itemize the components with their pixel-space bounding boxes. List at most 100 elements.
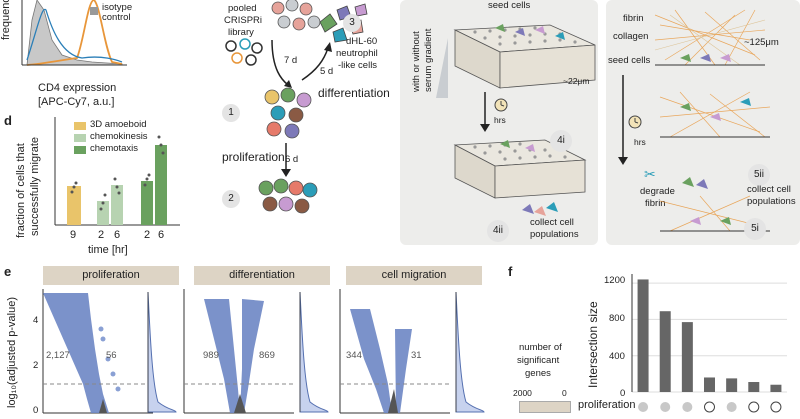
intersection-bar-7 — [770, 384, 782, 392]
panel-f-label-2: significant — [517, 355, 560, 366]
arrow-hrs-2d — [480, 92, 490, 132]
gel-top — [654, 9, 766, 66]
intersection-bar-4 — [704, 377, 715, 392]
step-5ii-badge: 5ii — [748, 164, 770, 186]
differentiation-left-count: 989 — [203, 350, 219, 361]
days-6: 6 d — [285, 154, 299, 165]
differentiation-label: differentiation — [318, 86, 390, 100]
step-4ii-badge: 4ii — [487, 220, 509, 242]
collected-cells-3d — [682, 177, 708, 189]
seed-cells-3d-label: seed cells — [608, 55, 651, 66]
panel-f-label-3: genes — [525, 368, 551, 379]
bar-chemokinesis-6 — [111, 185, 123, 225]
bar-chemotaxis-2 — [141, 181, 153, 225]
depth-22-label: ~22μm — [563, 76, 590, 86]
scissors-icon: ✂ — [644, 166, 656, 182]
legend-swatch-isotype — [90, 7, 98, 15]
intersection-bar-3 — [681, 322, 693, 392]
intersection-bar-1 — [637, 279, 649, 392]
cell-cluster-mid — [264, 87, 312, 139]
degrade-line-1: degrade — [640, 186, 675, 197]
collect-line-1: collect cell — [530, 217, 574, 228]
arrows-top — [271, 39, 332, 88]
proliferation-right-count: 56 — [106, 350, 117, 361]
cell-migration-left-count: 344 — [346, 350, 362, 361]
step-5i-badge: 5i — [744, 218, 766, 240]
upset-matrix — [638, 401, 782, 413]
chamber-bottom — [453, 139, 587, 199]
collagen-label: collagen — [613, 31, 649, 42]
neutrophil-line-1: dHL-60 — [346, 36, 378, 47]
panel-c-xlabel-1: CD4 expression — [38, 82, 117, 94]
panel-d-tick-9: 9 — [70, 229, 77, 241]
set-size-bar — [519, 401, 571, 413]
cell-cluster-bottom — [258, 178, 318, 214]
fibrin-label: fibrin — [623, 13, 644, 24]
legend-chemokinesis: chemokinesis — [90, 131, 148, 142]
panel-f-ytick-1200: 1200 — [604, 275, 626, 286]
set-axis-left: 2000 — [513, 388, 532, 398]
gradient-wedge — [436, 38, 448, 98]
panel-c-ylabel: frequency — [0, 0, 12, 40]
step-2-badge: 2 — [222, 190, 240, 208]
clock-icon-2d — [494, 98, 508, 112]
gradient-line-1: with or without — [411, 31, 422, 92]
differentiation-right-count: 869 — [259, 350, 275, 361]
panel-d-tick-2b: 2 — [144, 229, 151, 241]
legend-chemotaxis: chemotaxis — [90, 143, 139, 154]
proliferation-left-count: 2,127 — [46, 350, 70, 361]
panel-e-letter: e — [4, 264, 12, 279]
panel-f-letter: f — [508, 264, 513, 279]
panel-e-ytick-2: 2 — [33, 360, 39, 371]
panel-e-ylabel: log₁₀(adjusted p-value) — [6, 296, 18, 408]
panel-c-histogram — [21, 0, 127, 66]
set-label-proliferation: proliferation — [578, 399, 636, 411]
volcano-proliferation — [42, 289, 153, 414]
volcano-differentiation — [183, 289, 294, 414]
collect-line-2: populations — [530, 229, 579, 240]
density-cell-migration — [455, 291, 485, 413]
panel-e-ytick-0: 0 — [33, 405, 39, 416]
hrs-label-3d: hrs — [634, 137, 646, 147]
panel-d-ylabel-2: successfully migrate — [29, 136, 41, 236]
panel-d-tick-6b: 6 — [158, 229, 165, 241]
arrow-hrs-3d — [618, 75, 628, 165]
step-4i-badge: 4i — [550, 130, 572, 152]
days-5: 5 d — [320, 66, 334, 77]
matrix-dot-4 — [704, 401, 715, 413]
panel-d-tick-2a: 2 — [98, 229, 105, 241]
neutrophil-line-2: neutrophil — [336, 48, 378, 59]
panel-e-ytick-4: 4 — [33, 315, 39, 326]
panel-c-xlabel-2: [APC-Cy7, a.u.] — [38, 96, 115, 108]
bar-amoeboid-9 — [67, 186, 81, 225]
density-proliferation — [147, 291, 177, 413]
days-7: 7 d — [284, 55, 298, 66]
panel-c-legend: isotype control — [102, 2, 133, 23]
cell-cluster-top — [271, 0, 321, 31]
upset-bar-chart — [631, 274, 787, 393]
bar-chemokinesis-2 — [97, 201, 109, 225]
library-line-1: pooled — [228, 3, 257, 14]
matrix-dot-7 — [770, 401, 782, 413]
intersection-bar-6 — [748, 382, 760, 392]
library-line-2: CRISPRi — [224, 15, 263, 26]
matrix-dot-6 — [748, 401, 760, 413]
panel-f-ytick-0: 0 — [620, 388, 626, 399]
panel-d-ylabel-1: fraction of cells that — [15, 143, 27, 238]
depth-125-label: ~125μm — [744, 37, 779, 48]
chamber-top — [453, 24, 596, 89]
density-differentiation — [299, 291, 329, 413]
cell-migration-right-count: 31 — [411, 350, 422, 361]
panel-d-letter: d — [4, 113, 12, 128]
panel-f-label-1: number of — [519, 342, 562, 353]
matrix-dot-3 — [682, 402, 693, 412]
matrix-dot-2 — [660, 402, 671, 412]
library-plasmids — [225, 38, 263, 66]
step-1-badge: 1 — [222, 104, 240, 122]
proliferation-label: proliferation — [222, 150, 285, 164]
bar-chemotaxis-6 — [155, 145, 167, 225]
collect-3d-line-1: collect cell — [747, 184, 791, 195]
matrix-dot-1 — [638, 402, 649, 412]
panel-f-ytick-800: 800 — [609, 313, 625, 324]
legend-amoeboid: 3D amoeboid — [90, 119, 147, 130]
